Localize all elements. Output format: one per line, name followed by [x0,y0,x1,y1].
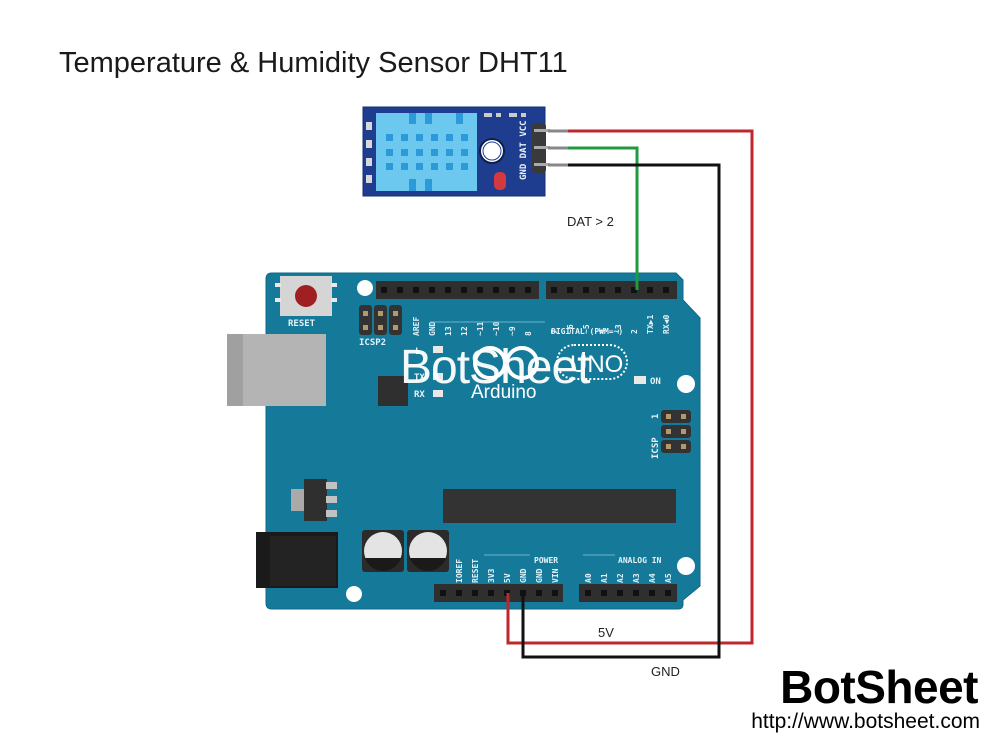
dht11-sensor-module: GND DAT VCC [362,106,550,197]
analog-header [579,584,677,602]
pin-label: ~9 [508,326,517,336]
pin-label: RESET [471,559,480,583]
power-label: POWER [534,556,558,565]
on-led-label: ON [650,377,661,387]
uno-label: UNO [570,351,623,378]
digital-header-high [376,281,539,299]
vcc-wire [506,129,754,645]
pin-label: 12 [460,326,469,336]
data-wire [548,146,639,290]
botsheet-watermark: BotSheet [400,341,590,394]
pin-label: TX▶1 [646,315,655,334]
brand-logo: BotSheet [780,661,978,713]
pin-label: 7 [550,329,559,334]
l-led-label: L [415,347,421,357]
digital-header-low [546,281,677,299]
atmega-chip [443,489,676,523]
icsp-header [661,410,691,453]
power-wire-label: 5V [598,625,614,640]
led-icon [494,172,506,190]
reset-label: RESET [288,319,316,329]
arduino-logo-text: Arduino [471,382,537,403]
pin-label: ~11 [476,321,485,336]
analog-label: ANALOG IN [618,556,662,565]
power-header [434,584,563,602]
usb-connector [227,334,326,406]
pin-label: ~5 [582,324,591,334]
pin-label: A3 [632,573,641,583]
wires [506,129,754,659]
pin-label: ~3 [614,324,623,334]
pin-label: GND [428,321,437,336]
ground-wire-label: GND [651,664,680,679]
icsp-label: ICSP [651,437,661,459]
data-wire-label: DAT > 2 [567,214,614,229]
pin-label: 2 [630,329,639,334]
sensor-pin-labels: GND DAT VCC [519,120,529,180]
pin-label: 8 [524,331,533,336]
diagram-title: Temperature & Humidity Sensor DHT11 [59,47,568,79]
reset-button[interactable] [275,276,337,316]
pin-label: A1 [600,573,609,583]
pin-label: IOREF [455,559,464,583]
gnd-wire [521,163,721,659]
brand-url[interactable]: http://www.botsheet.com [751,710,980,733]
voltage-regulator [291,479,337,521]
icsp-pin1-label: 1 [651,414,661,419]
pin-label: ~6 [566,324,575,334]
pin-label: 5V [503,573,512,583]
pin-label: A4 [648,573,657,583]
pin-label: GND [519,568,528,583]
pin-label: A5 [664,573,673,583]
pin-label: RX◀0 [662,315,671,334]
pin-label: 3V3 [487,568,496,583]
digital-label: DIGITAL (PWM=~) [551,327,623,336]
icsp2-label: ICSP2 [359,338,386,348]
pin-label: GND [535,568,544,583]
pin-label: VIN [551,568,560,583]
rx-led-label: RX [414,390,425,400]
icsp2-header [359,305,402,335]
pin-label: AREF [412,317,421,336]
pin-label: A2 [616,573,625,583]
pin-label: 4 [598,329,607,334]
arduino-logo-icon [473,346,539,380]
pin-label: 13 [444,326,453,336]
tx-led-label: TX [414,373,425,383]
pin-label: A0 [584,573,593,583]
capacitors [362,530,449,572]
usb-chip [378,376,408,406]
pin-label: ~10 [492,321,501,336]
